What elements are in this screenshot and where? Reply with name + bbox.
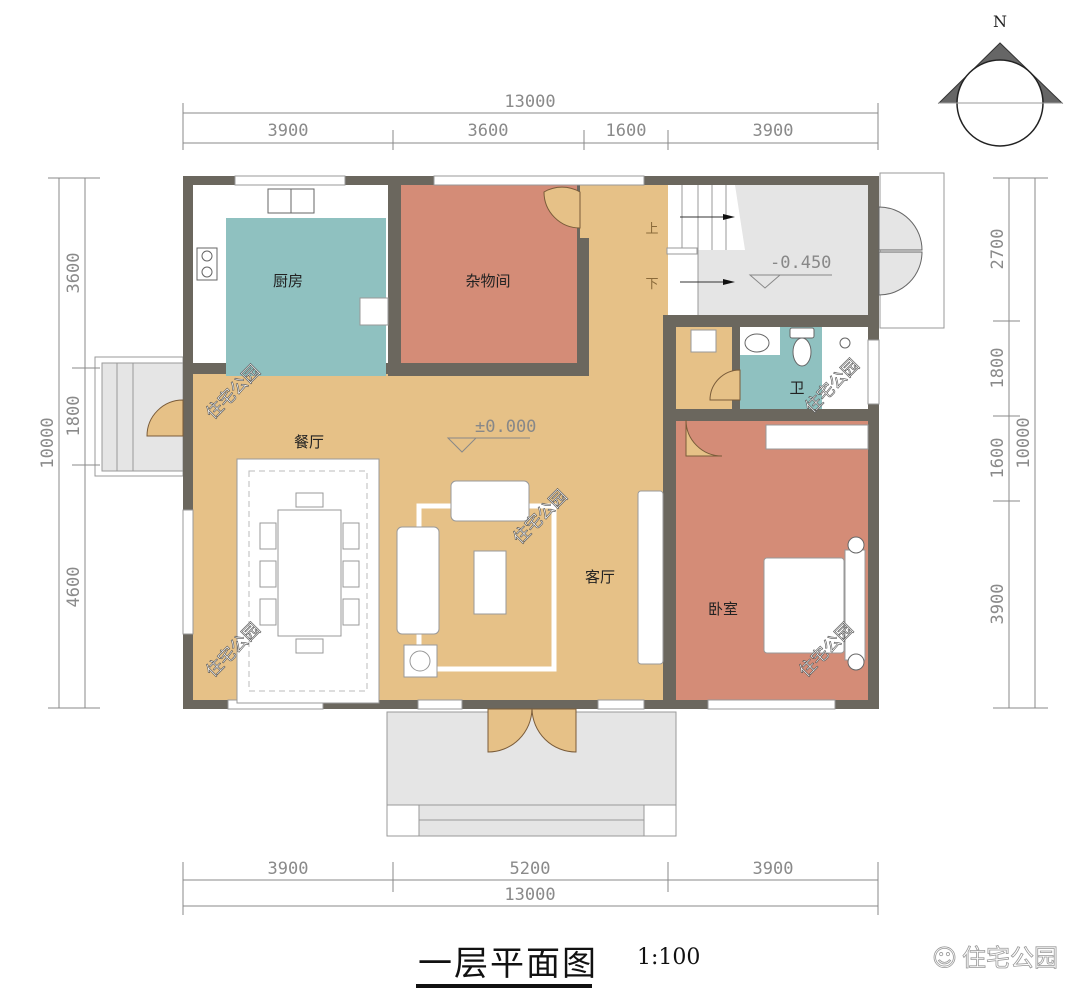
dimension-lines xyxy=(48,103,1048,915)
north-arrow-icon xyxy=(937,42,1064,147)
dim-top-2: 3600 xyxy=(468,121,509,141)
dim-right-2: 1800 xyxy=(988,348,1008,389)
dim-left-total: 10000 xyxy=(38,417,58,468)
dining-set xyxy=(236,458,380,704)
dim-top-total: 13000 xyxy=(504,92,555,112)
living-set xyxy=(396,480,664,678)
dim-bottom-1: 3900 xyxy=(268,859,309,879)
bed-headboard xyxy=(844,549,866,661)
fridge-icon xyxy=(359,297,389,326)
title-underline xyxy=(416,984,592,988)
drawing-scale: 1:100 xyxy=(637,945,701,970)
windows xyxy=(182,175,880,710)
nightstand-lamp-icon xyxy=(847,536,865,554)
level-marker-main xyxy=(446,437,530,453)
dim-right-total: 10000 xyxy=(1014,417,1034,468)
dim-top-4: 3900 xyxy=(753,121,794,141)
stair-down-label: 下 xyxy=(645,277,658,292)
north-label: N xyxy=(993,12,1007,31)
dim-bottom-3: 3900 xyxy=(753,859,794,879)
dim-left-3: 4600 xyxy=(64,567,84,608)
shower-head-icon xyxy=(839,337,851,349)
hall-floor xyxy=(580,185,668,385)
staircase xyxy=(666,185,745,315)
level-garage: -0.450 xyxy=(770,253,831,273)
drawing-title: 一层平面图 xyxy=(418,944,598,984)
dim-right-1: 2700 xyxy=(988,229,1008,270)
tv-cabinet xyxy=(637,490,664,665)
room-label-living: 客厅 xyxy=(585,568,615,586)
stair-up-label: 上 xyxy=(645,222,658,237)
brand-text: 住宅公园 xyxy=(962,944,1059,973)
garage-doors xyxy=(878,206,923,296)
dim-top-3: 1600 xyxy=(606,121,647,141)
south-porch xyxy=(386,711,677,837)
brand-watermark: ☺住宅公园 xyxy=(932,938,1059,973)
storage-floor xyxy=(401,185,577,363)
level-main: ±0.000 xyxy=(475,417,536,437)
doors xyxy=(146,186,741,753)
wardrobe xyxy=(765,424,869,450)
dim-left-1: 3600 xyxy=(64,253,84,294)
room-label-storage: 杂物间 xyxy=(465,272,510,290)
dim-right-3: 1600 xyxy=(988,438,1008,479)
dim-left-2: 1800 xyxy=(64,396,84,437)
level-marker-garage xyxy=(748,274,832,289)
kitchen-floor xyxy=(226,218,386,376)
room-label-dining: 餐厅 xyxy=(294,433,324,451)
interior-walls xyxy=(193,185,879,709)
room-label-bedroom: 卧室 xyxy=(708,600,738,618)
dim-right-4: 3900 xyxy=(988,584,1008,625)
room-label-bathroom: 卫 xyxy=(789,379,804,397)
sink-icon xyxy=(744,333,770,353)
room-label-kitchen: 厨房 xyxy=(273,272,303,290)
dim-bottom-total: 13000 xyxy=(504,885,555,905)
nightstand-lamp-icon xyxy=(847,653,865,671)
toilet-icon xyxy=(792,337,812,367)
wechat-icon: ☺ xyxy=(932,944,958,973)
washer-icon xyxy=(690,329,717,353)
bed xyxy=(763,557,845,654)
dim-top-1: 3900 xyxy=(268,121,309,141)
dim-bottom-2: 5200 xyxy=(510,859,551,879)
toilet-tank xyxy=(789,327,815,339)
stove-icon xyxy=(196,247,218,281)
